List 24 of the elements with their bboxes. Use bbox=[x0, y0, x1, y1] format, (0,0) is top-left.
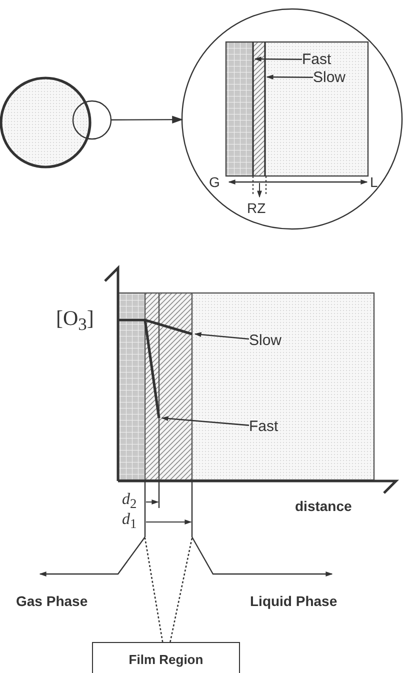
box-label: Film Region bbox=[128, 653, 204, 666]
axis-label: G bbox=[209, 175, 220, 189]
leader-line bbox=[194, 332, 250, 340]
arrow bbox=[111, 116, 184, 124]
axis-label: L bbox=[370, 175, 378, 189]
leader-line bbox=[170, 538, 193, 642]
curve-label: Fast bbox=[249, 419, 289, 435]
curve-label: Fast bbox=[302, 52, 342, 67]
phase-label: Gas Phase bbox=[16, 594, 88, 608]
leader-line bbox=[266, 74, 313, 80]
axis-label: [O$_{3}$] bbox=[56, 308, 94, 334]
magnified-view-circle bbox=[182, 9, 402, 229]
zone-label: RZ bbox=[247, 201, 266, 215]
dimension-label: d$_{1}$ bbox=[122, 512, 137, 531]
curve-label: Slow bbox=[313, 70, 355, 85]
dimension-label: d$_{2}$ bbox=[122, 492, 137, 511]
leader-line bbox=[254, 56, 302, 62]
leader-line bbox=[144, 538, 164, 642]
axis-label: distance bbox=[295, 499, 352, 513]
magnify-circle bbox=[73, 101, 111, 139]
film-region-box bbox=[92, 642, 240, 673]
phase-label: Liquid Phase bbox=[250, 594, 338, 608]
leader-line bbox=[161, 416, 250, 426]
curve-label: Slow bbox=[249, 333, 293, 349]
